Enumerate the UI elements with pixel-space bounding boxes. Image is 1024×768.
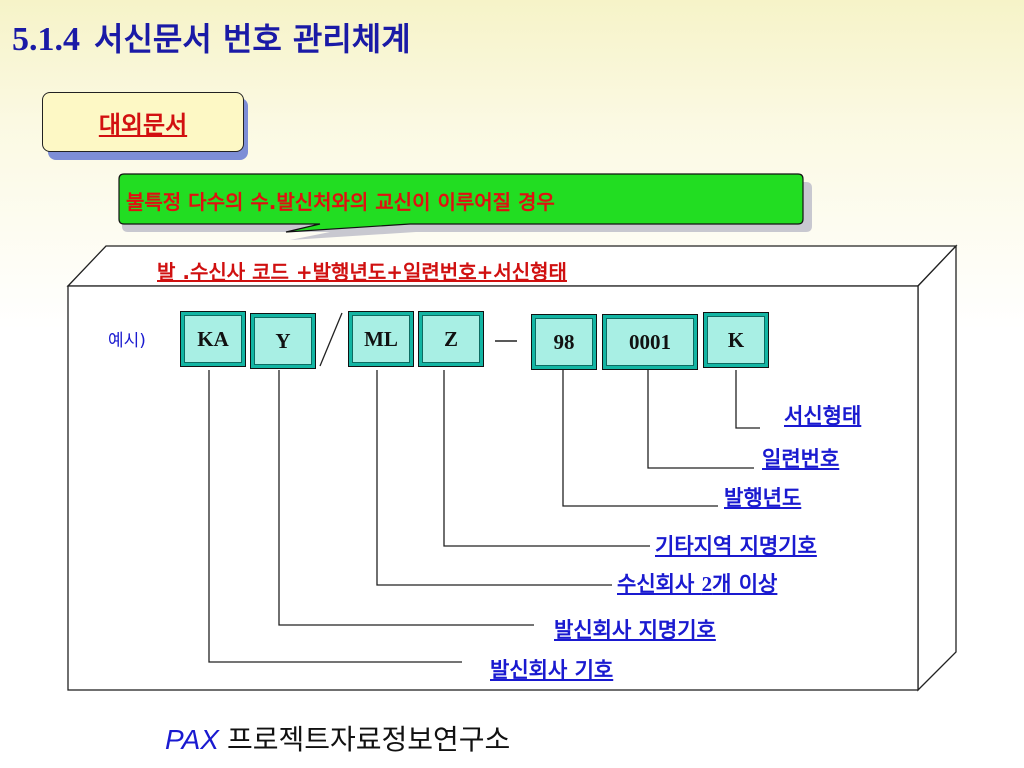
footer-brand: PAX	[165, 724, 219, 755]
connector-type	[735, 370, 760, 429]
connector-sender-region	[278, 370, 534, 626]
code-box-serial: 0001	[602, 314, 698, 370]
label-receiver-company: 수신회사 2개 이상	[617, 568, 777, 598]
label-issue-year: 발행년도	[724, 486, 802, 510]
callout-text: 불특정 다수의 수.발신처와의 교신이 이루어질 경우	[126, 189, 555, 214]
code-receiver: ML	[352, 315, 410, 363]
section-title: 서신문서 번호 관리체계	[94, 20, 411, 58]
label-letter-type: 서신형태	[784, 404, 862, 428]
callout-bubble	[118, 173, 804, 233]
code-box-receiver: ML	[348, 311, 414, 367]
label-receiver-prefix: 수신회사	[617, 572, 702, 596]
code-box-receiver-region: Z	[418, 311, 484, 367]
example-label: 예시)	[108, 331, 146, 351]
code-formula: 발 .수신사 코드 +발행년도+일련번호+서신형태	[157, 260, 567, 284]
code-receiver-region: Z	[422, 315, 480, 363]
connector-lines	[208, 370, 760, 663]
label-sender-company: 발신회사 기호	[490, 658, 614, 682]
label-receiver-num: 2	[701, 572, 713, 596]
slash-separator	[319, 312, 343, 367]
section-number: 5.1.4	[12, 21, 80, 58]
code-serial: 0001	[606, 318, 694, 366]
label-receiver-suffix: 개 이상	[712, 572, 778, 596]
code-box-year: 98	[531, 314, 597, 370]
connector-receiver	[376, 370, 612, 586]
code-box-sender-region: Y	[250, 313, 316, 369]
connector-sender	[208, 370, 462, 663]
category-box: 대외문서	[42, 92, 244, 152]
code-year: 98	[535, 318, 593, 366]
footer-text: 프로젝트자료정보연구소	[226, 723, 511, 756]
label-serial-number: 일련번호	[762, 447, 840, 471]
connector-serial	[647, 370, 754, 469]
connector-other-region	[443, 370, 650, 547]
label-sender-region: 발신회사 지명기호	[554, 618, 716, 642]
code-sender-region: Y	[254, 317, 312, 365]
code-type: K	[707, 316, 765, 364]
code-box-sender: KA	[180, 311, 246, 367]
code-box-type: K	[703, 312, 769, 368]
label-other-region: 기타지역 지명기호	[655, 534, 817, 558]
code-sender: KA	[184, 315, 242, 363]
category-label: 대외문서	[98, 110, 188, 139]
connector-year	[562, 370, 718, 507]
page-title: 5.1.4 서신문서 번호 관리체계	[12, 14, 411, 60]
